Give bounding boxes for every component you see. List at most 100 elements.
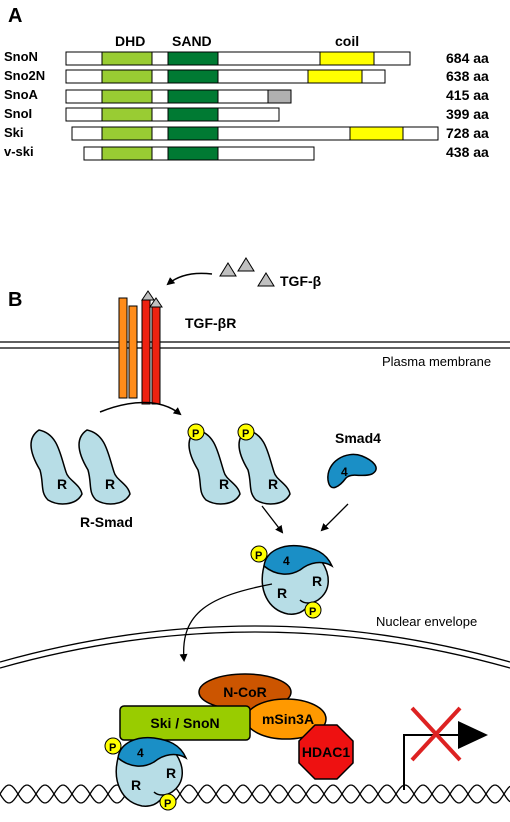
- bound-ligand-icon: [141, 290, 155, 301]
- svg-text:4: 4: [341, 465, 348, 479]
- svg-text:P: P: [164, 798, 171, 810]
- coil-domain: [307, 69, 363, 84]
- svg-text:R: R: [268, 476, 278, 492]
- svg-text:mSin3A: mSin3A: [262, 711, 314, 727]
- svg-text:Ski / SnoN: Ski / SnoN: [150, 715, 219, 731]
- protein-name: Ski: [4, 125, 24, 140]
- sand-domain: [167, 126, 219, 141]
- bound-ligand-icon: [149, 297, 163, 308]
- arrow-to-complex: [320, 503, 349, 532]
- arrow-to-complex: [261, 505, 284, 534]
- protein-length: 438 aa: [446, 144, 489, 160]
- protein-row-ski: Ski 728 aa: [4, 125, 489, 141]
- dhd-domain: [101, 126, 153, 141]
- dhd-domain: [101, 146, 153, 161]
- svg-text:P: P: [255, 550, 262, 562]
- svg-text:R: R: [131, 777, 141, 793]
- svg-text:R: R: [57, 476, 67, 492]
- svg-text:N-CoR: N-CoR: [223, 684, 267, 700]
- nuclear-envelope-label: Nuclear envelope: [376, 614, 477, 629]
- protein-name: SnoN: [4, 49, 38, 64]
- protein-name: SnoI: [4, 106, 32, 121]
- svg-text:R: R: [312, 573, 322, 589]
- dna-helix: [0, 784, 510, 804]
- repressor-complex: N-CoR mSin3A HDAC1 Ski / SnoN 4 R R P P: [104, 673, 354, 811]
- plasma-membrane-label: Plasma membrane: [382, 354, 491, 369]
- nuclear-envelope-inner: [0, 631, 510, 669]
- smad-complex: 4 R R P P: [250, 544, 334, 619]
- phospho-icon: [237, 423, 255, 441]
- protein-length: 684 aa: [446, 50, 489, 66]
- dhd-domain: [101, 69, 153, 84]
- protein-row-v-ski: v-ski 438 aa: [4, 144, 489, 161]
- svg-text:P: P: [192, 428, 199, 440]
- protein-name: SnoA: [4, 87, 39, 102]
- svg-text:R: R: [219, 476, 229, 492]
- coil-domain: [349, 126, 404, 141]
- tgf-beta-label: TGF-β: [280, 273, 322, 289]
- phospho-icon: [104, 737, 122, 755]
- r-smad-label: R-Smad: [80, 514, 133, 530]
- dhd-domain: [101, 51, 153, 66]
- protein-name: Sno2N: [4, 68, 45, 83]
- snoa-tail-domain: [267, 89, 292, 104]
- ski-snon: [119, 705, 251, 741]
- ligand-binding-arrow: [166, 272, 213, 286]
- phospho-icon: [159, 793, 177, 811]
- activation-arrow: [99, 401, 182, 416]
- ligand-triangle-icon: [237, 257, 255, 272]
- cross-icon: [410, 706, 462, 762]
- r-smad-phosphorylated: R P R P: [187, 423, 291, 505]
- protein-row-snoa: SnoA 415 aa: [4, 87, 489, 104]
- blocked-transcription-icon: [403, 706, 488, 790]
- coil-label: coil: [335, 33, 359, 49]
- receptor-label: TGF-βR: [185, 315, 236, 331]
- dna-bound-smad-complex: 4 R R P P: [104, 736, 188, 811]
- protein-length: 638 aa: [446, 68, 489, 84]
- phospho-icon: [187, 423, 205, 441]
- svg-text:4: 4: [137, 746, 144, 760]
- protein-length: 399 aa: [446, 106, 489, 122]
- svg-text:R: R: [166, 765, 176, 781]
- svg-text:R: R: [105, 476, 115, 492]
- coil-domain: [319, 51, 375, 66]
- sand-domain: [167, 69, 219, 84]
- svg-text:R: R: [277, 585, 287, 601]
- protein-row-snon: SnoN 684 aa: [4, 49, 489, 66]
- svg-text:4: 4: [283, 554, 290, 568]
- ligand-triangle-icon: [257, 272, 275, 287]
- svg-text:P: P: [109, 742, 116, 754]
- dhd-domain: [101, 107, 153, 122]
- protein-length: 728 aa: [446, 125, 489, 141]
- sand-domain: [167, 107, 219, 122]
- panel-b-label: B: [8, 289, 22, 311]
- phospho-icon: [250, 545, 268, 563]
- sand-domain: [167, 89, 219, 104]
- protein-name: v-ski: [4, 144, 34, 159]
- protein-row-sno2n: Sno2N 638 aa: [4, 68, 489, 84]
- tgf-beta-receptor: [118, 290, 163, 405]
- nuclear-import-arrow: [179, 583, 273, 662]
- smad4: 4: [327, 453, 377, 489]
- sand-domain: [167, 146, 219, 161]
- sand-domain: [167, 51, 219, 66]
- panel-a-label: A: [8, 5, 22, 27]
- smad4-label: Smad4: [335, 430, 381, 446]
- sand-label: SAND: [172, 33, 212, 49]
- svg-text:P: P: [242, 428, 249, 440]
- hdac1: [298, 724, 354, 780]
- dhd-label: DHD: [115, 33, 145, 49]
- protein-row-snoi: SnoI 399 aa: [4, 106, 489, 122]
- tgf-beta-ligands: [219, 257, 275, 287]
- ligand-triangle-icon: [219, 262, 237, 277]
- protein-bar: [71, 126, 439, 141]
- svg-text:HDAC1: HDAC1: [302, 744, 350, 760]
- nuclear-envelope-outer: [0, 625, 510, 663]
- phospho-icon: [304, 601, 322, 619]
- promoter-arrow-icon: [403, 721, 488, 790]
- r-smad-unphosphorylated: R R: [30, 429, 131, 505]
- svg-text:P: P: [309, 606, 316, 618]
- dhd-domain: [101, 89, 153, 104]
- protein-length: 415 aa: [446, 87, 489, 103]
